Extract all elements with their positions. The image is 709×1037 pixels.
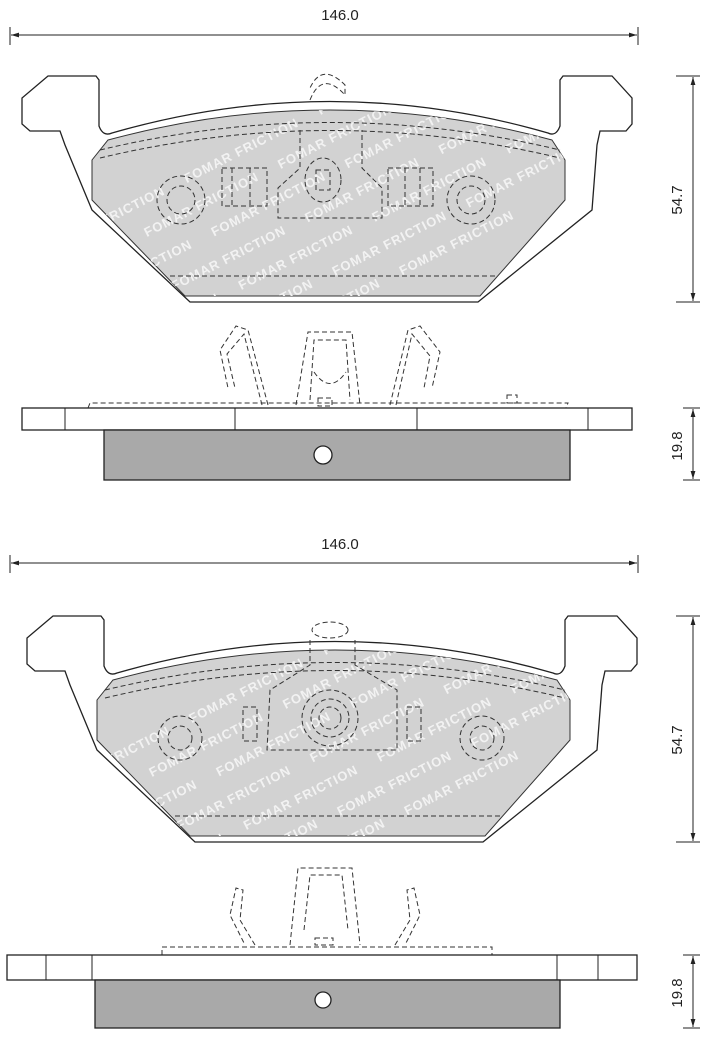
watermark-text: FOMAR FRICTION <box>40 831 160 902</box>
pad-view-1: 146.0 FOMAR FRICTION FOMAR FRICTION FOMA… <box>8 0 700 481</box>
thickness-dimension: 19.8 <box>669 407 700 481</box>
height-label: 54.7 <box>669 185 686 214</box>
watermark-text: FOMAR FRICTION <box>8 237 128 308</box>
side-backing-plate <box>21 407 633 431</box>
thickness-label: 19.8 <box>669 978 686 1007</box>
watermark-text: FOMAR FRICTION <box>134 883 254 954</box>
watermark-text: FOMAR FRICTION <box>35 291 155 362</box>
watermark-text: FOMAR FRICTION <box>67 884 187 955</box>
friction-material <box>96 649 571 837</box>
friction-material <box>91 109 566 297</box>
watermark-text: FOMAR FRICTION <box>409 33 529 104</box>
thickness-label: 19.8 <box>669 431 686 460</box>
side-backing-plate <box>6 954 638 981</box>
height-dimension: 54.7 <box>669 75 700 303</box>
watermark-text: FOMAR FRICTION <box>13 777 133 848</box>
pad-view-2: 146.0 FOMAR FRICTION FOMAR FRICTION FOMA… <box>6 519 700 1029</box>
watermark-text: FOMAR FRICTION <box>449 0 569 50</box>
side-friction-block <box>103 429 571 481</box>
width-dimension: 146.0 <box>9 7 639 45</box>
wear-indicator-hole <box>314 991 332 1009</box>
side-view <box>6 954 638 1029</box>
height-dimension: 54.7 <box>669 615 700 843</box>
watermark-text: FOMAR FRICTION <box>62 344 182 415</box>
side-view <box>21 407 633 481</box>
watermark-text: FOMAR FRICTION <box>129 343 249 414</box>
hidden-features-side <box>117 867 533 968</box>
wear-indicator-hole <box>313 445 333 465</box>
hidden-features <box>104 621 566 817</box>
hidden-features <box>87 73 569 409</box>
width-label: 146.0 <box>321 536 359 553</box>
height-label: 54.7 <box>669 725 686 754</box>
width-dimension: 146.0 <box>9 536 639 573</box>
thickness-dimension: 19.8 <box>669 954 700 1029</box>
watermark-text: FOMAR FRICTION <box>454 519 574 590</box>
watermark-text: FOMAR FRICTION <box>414 573 534 644</box>
width-label: 146.0 <box>321 7 359 24</box>
